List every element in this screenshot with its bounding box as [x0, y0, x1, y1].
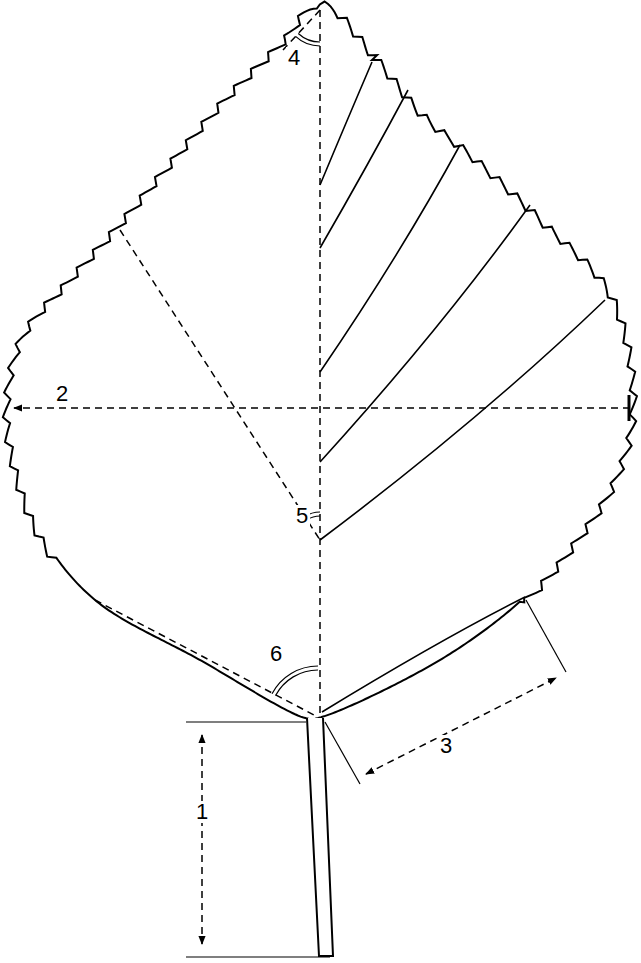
- callout-number: 5: [294, 505, 310, 527]
- callout-number: 4: [286, 47, 302, 69]
- angle-arcs: [272, 33, 320, 695]
- angle-arc: [272, 666, 318, 694]
- callout-number: 3: [438, 735, 454, 757]
- callout-number: 2: [54, 383, 70, 405]
- extension-lines: [186, 395, 629, 957]
- callout-number: 1: [194, 801, 210, 823]
- angle-arc: [276, 670, 318, 696]
- callout-number: 6: [268, 643, 284, 665]
- angle-arc: [296, 36, 320, 46]
- petiole: [307, 718, 333, 956]
- measure-lines: [14, 10, 630, 944]
- leaf-outline: [3, 2, 637, 720]
- leaf-veins: [320, 62, 605, 712]
